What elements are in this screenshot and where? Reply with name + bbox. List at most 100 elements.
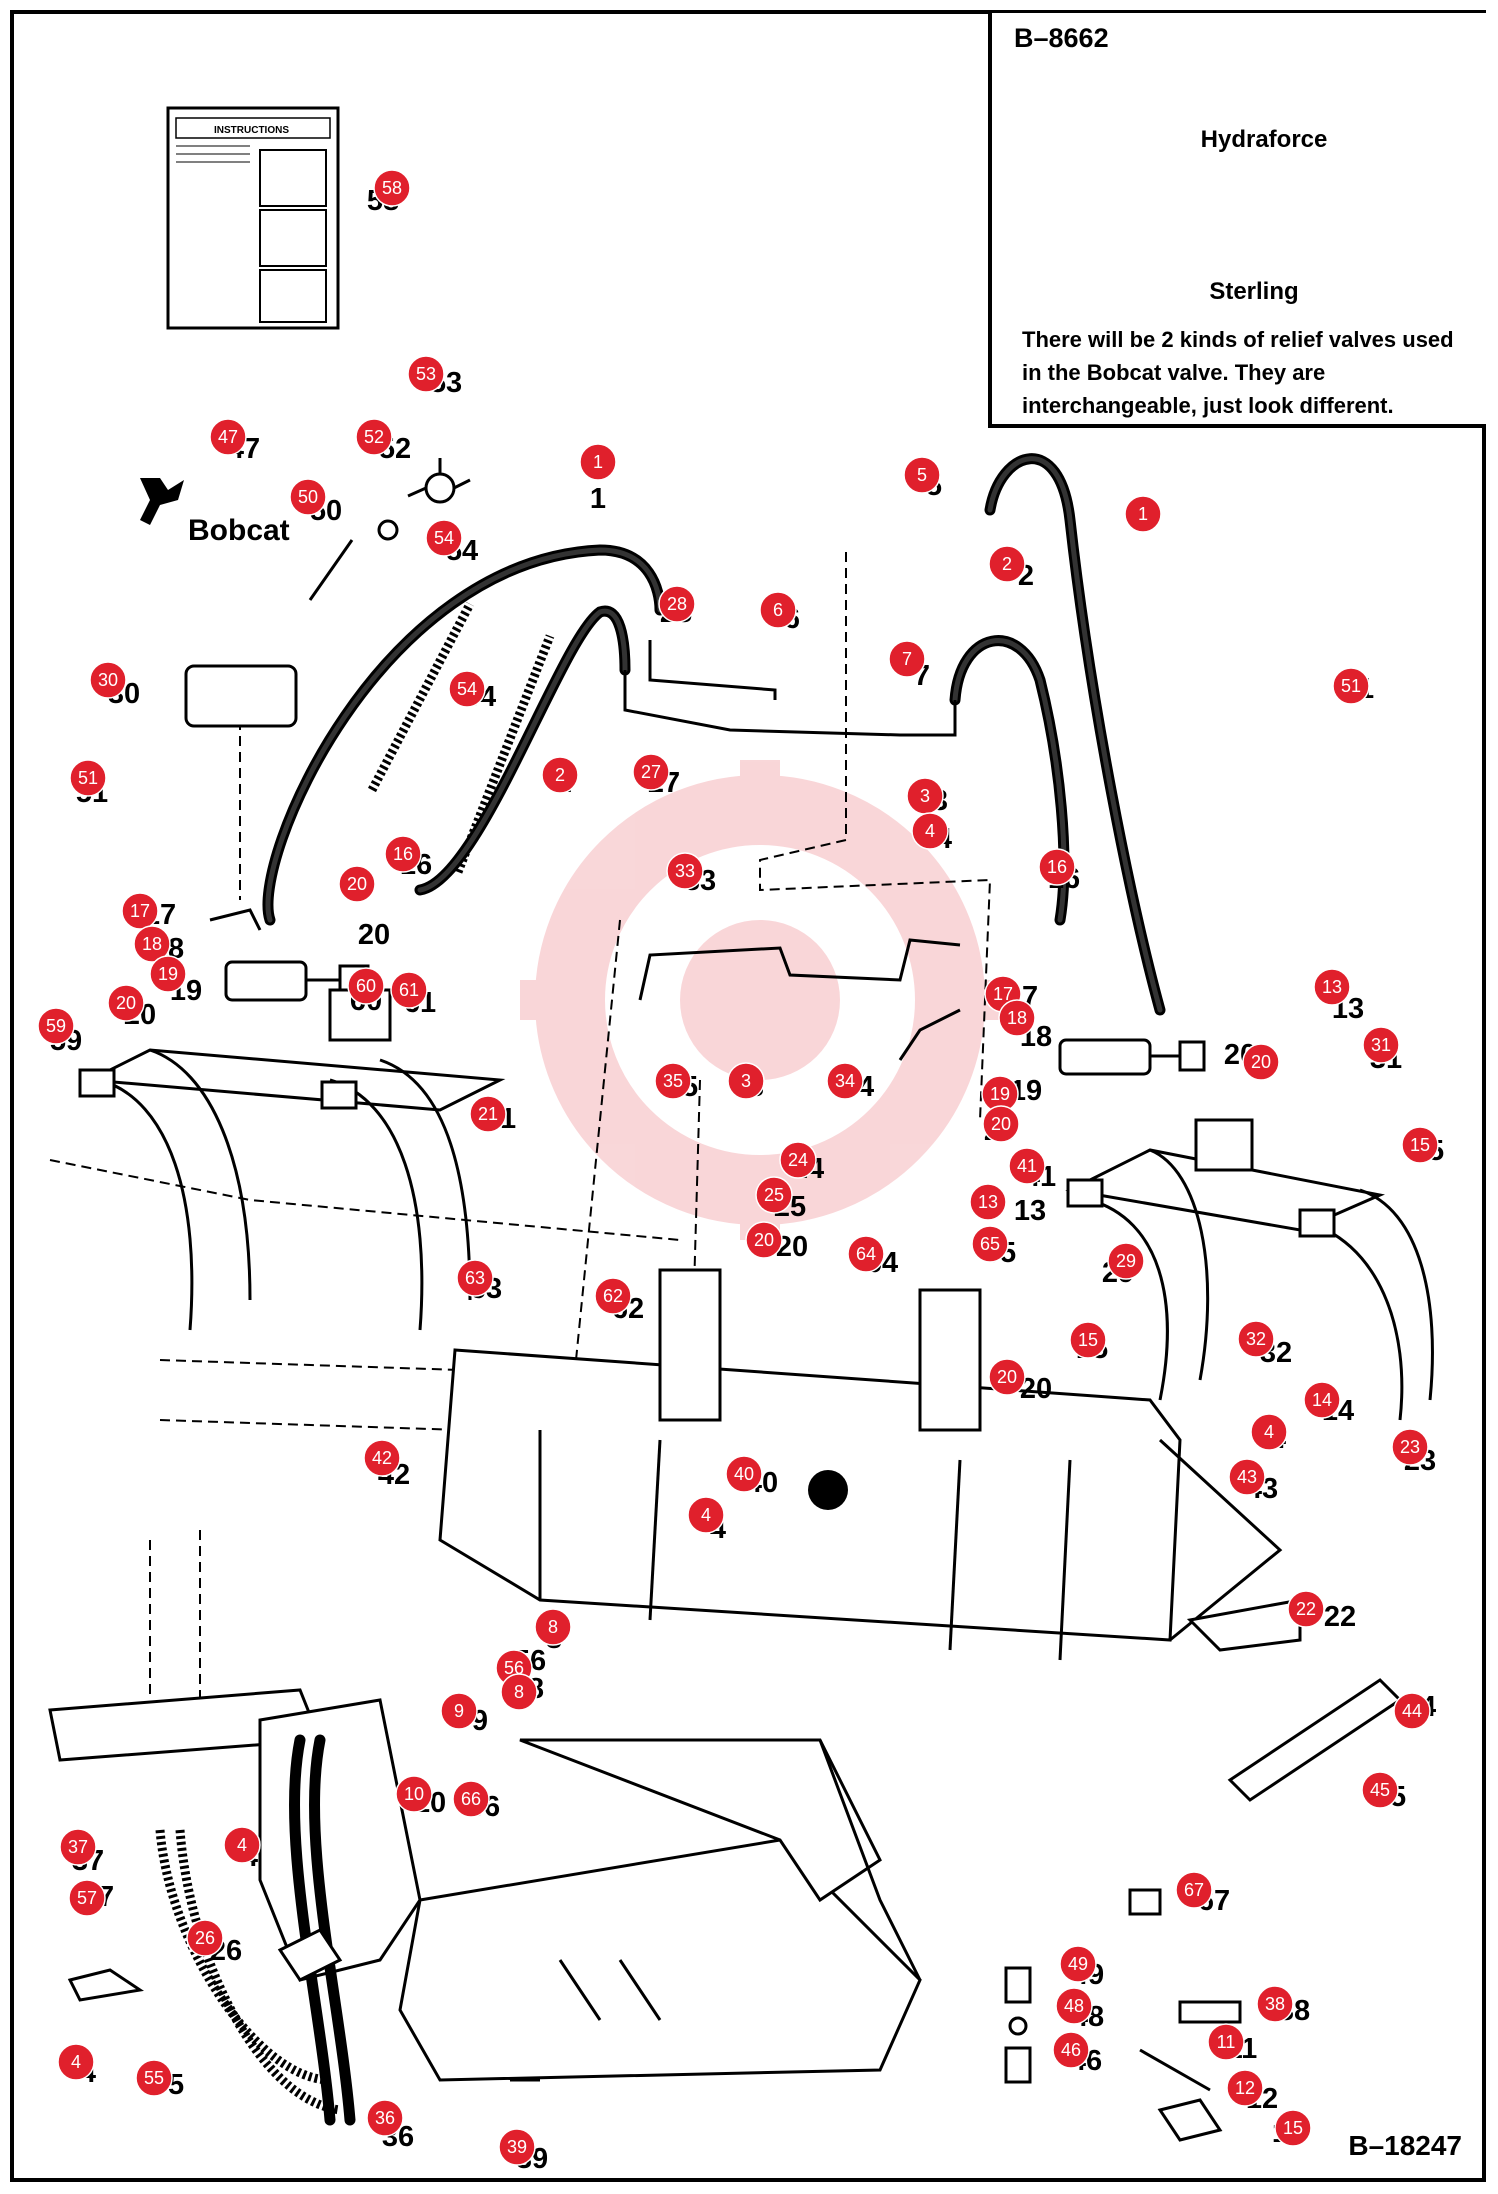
callout-badge-52[interactable]: 52 [355,418,393,456]
callout-badge-6[interactable]: 6 [759,591,797,629]
callout-badge-30[interactable]: 30 [89,661,127,699]
callout-badge-32[interactable]: 32 [1237,1320,1275,1358]
cylinder-right-19 [1058,1038,1152,1076]
relief-valve-info-box: B–8662 Hydraforce Sterling There will be… [988,13,1486,428]
callout-badge-18[interactable]: 18 [998,999,1036,1037]
callout-badge-34[interactable]: 34 [826,1062,864,1100]
callout-badge-8[interactable]: 8 [534,1608,572,1646]
callout-badge-14[interactable]: 14 [1303,1381,1341,1419]
callout-badge-47[interactable]: 47 [209,418,247,456]
callout-badge-42[interactable]: 42 [363,1439,401,1477]
callout-number: 21 [478,1104,498,1124]
callout-badge-62[interactable]: 62 [594,1277,632,1315]
callout-badge-66[interactable]: 66 [452,1780,490,1818]
callout-badge-33[interactable]: 33 [666,852,704,890]
callout-badge-64[interactable]: 64 [847,1235,885,1273]
callout-badge-2[interactable]: 2 [541,756,579,794]
callout-badge-39[interactable]: 39 [498,2128,536,2166]
callout-badge-5[interactable]: 5 [903,456,941,494]
callout-badge-11[interactable]: 11 [1207,2023,1245,2061]
callout-badge-20[interactable]: 20 [988,1358,1026,1396]
callout-badge-25[interactable]: 25 [755,1176,793,1214]
callout-badge-20[interactable]: 20 [982,1105,1020,1143]
callout-badge-61[interactable]: 61 [390,971,428,1009]
callout-badge-7[interactable]: 7 [888,640,926,678]
callout-badge-20[interactable]: 20 [338,865,376,903]
callout-badge-35[interactable]: 35 [654,1062,692,1100]
callout-number: 22 [1296,1599,1316,1619]
callout-badge-20[interactable]: 20 [107,984,145,1022]
callout-badge-29[interactable]: 29 [1107,1242,1145,1280]
callout-badge-44[interactable]: 44 [1393,1692,1431,1730]
callout-badge-41[interactable]: 41 [1008,1147,1046,1185]
callout-badge-55[interactable]: 55 [135,2059,173,2097]
callout-badge-36[interactable]: 36 [366,2099,404,2137]
callout-number: 55 [144,2068,164,2088]
callout-badge-9[interactable]: 9 [440,1692,478,1730]
callout-badge-19[interactable]: 19 [981,1075,1019,1113]
callout-badge-28[interactable]: 28 [658,585,696,623]
fitting-67 [1128,1888,1162,1916]
callout-badge-53[interactable]: 53 [407,355,445,393]
callout-badge-46[interactable]: 46 [1052,2031,1090,2069]
callout-badge-48[interactable]: 48 [1055,1987,1093,2025]
callout-badge-43[interactable]: 43 [1228,1458,1266,1496]
callout-badge-16[interactable]: 16 [1038,848,1076,886]
callout-badge-20[interactable]: 20 [745,1221,783,1259]
callout-badge-1[interactable]: 1 [579,443,617,481]
callout-badge-10[interactable]: 10 [395,1775,433,1813]
callout-badge-8[interactable]: 8 [500,1673,538,1711]
callout-badge-12[interactable]: 12 [1226,2069,1264,2107]
callout-badge-49[interactable]: 49 [1059,1945,1097,1983]
callout-badge-13[interactable]: 13 [1313,968,1351,1006]
callout-badge-54[interactable]: 54 [425,519,463,557]
callout-badge-59[interactable]: 59 [37,1007,75,1045]
callout-badge-13[interactable]: 13 [969,1183,1007,1221]
callout-badge-51[interactable]: 51 [69,759,107,797]
callout-badge-57[interactable]: 57 [68,1879,106,1917]
callout-number: 1 [593,452,603,472]
callout-badge-40[interactable]: 40 [725,1455,763,1493]
callout-number: 30 [98,670,118,690]
callout-badge-50[interactable]: 50 [289,478,327,516]
callout-badge-15[interactable]: 15 [1069,1321,1107,1359]
callout-badge-24[interactable]: 24 [779,1141,817,1179]
callout-badge-15[interactable]: 15 [1401,1126,1439,1164]
callout-badge-51[interactable]: 51 [1332,667,1370,705]
callout-badge-4[interactable]: 4 [57,2043,95,2081]
callout-badge-58[interactable]: 58 [373,169,411,207]
callout-number: 18 [142,934,162,954]
callout-badge-4[interactable]: 4 [1250,1413,1288,1451]
callout-badge-17[interactable]: 17 [121,892,159,930]
part-number-label: 13 [1014,1195,1046,1227]
callout-badge-37[interactable]: 37 [59,1828,97,1866]
callout-number: 51 [78,768,98,788]
callout-badge-15[interactable]: 15 [1274,2109,1312,2147]
callout-badge-1[interactable]: 1 [1124,495,1162,533]
callout-badge-2[interactable]: 2 [988,545,1026,583]
callout-badge-27[interactable]: 27 [632,753,670,791]
callout-badge-4[interactable]: 4 [223,1826,261,1864]
callout-badge-3[interactable]: 3 [906,777,944,815]
callout-badge-3[interactable]: 3 [727,1062,765,1100]
callout-badge-38[interactable]: 38 [1256,1985,1294,2023]
callout-badge-23[interactable]: 23 [1391,1428,1429,1466]
callout-badge-21[interactable]: 21 [469,1095,507,1133]
spring-guard-26 [175,1829,341,2115]
callout-badge-26[interactable]: 26 [186,1919,224,1957]
callout-number: 20 [754,1230,774,1250]
callout-badge-18[interactable]: 18 [133,925,171,963]
callout-badge-54[interactable]: 54 [448,670,486,708]
callout-badge-16[interactable]: 16 [384,835,422,873]
callout-badge-19[interactable]: 19 [149,955,187,993]
callout-badge-60[interactable]: 60 [347,967,385,1005]
callout-badge-20[interactable]: 20 [1242,1043,1280,1081]
callout-badge-45[interactable]: 45 [1361,1771,1399,1809]
callout-badge-31[interactable]: 31 [1362,1026,1400,1064]
callout-badge-4[interactable]: 4 [911,812,949,850]
callout-badge-63[interactable]: 63 [456,1259,494,1297]
callout-badge-65[interactable]: 65 [971,1225,1009,1263]
callout-badge-22[interactable]: 22 [1287,1590,1325,1628]
callout-badge-4[interactable]: 4 [687,1496,725,1534]
callout-badge-67[interactable]: 67 [1175,1871,1213,1909]
